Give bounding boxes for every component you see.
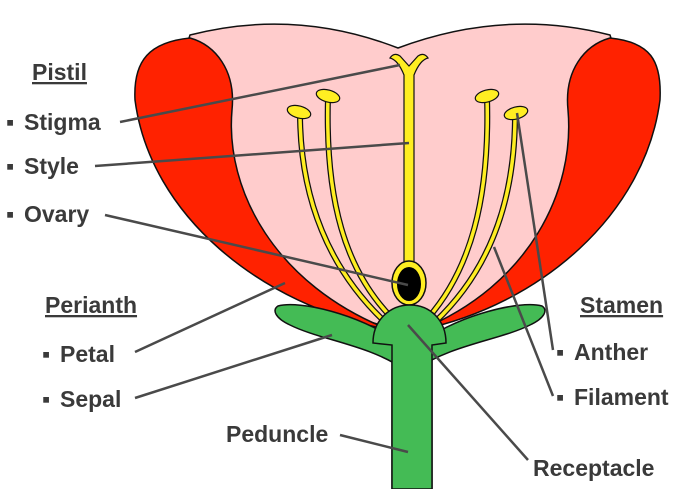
petals <box>134 23 661 331</box>
receptacle <box>372 304 447 489</box>
labels: Pistil ▪ Stigma ▪ Style ▪ Ovary Perianth… <box>6 59 669 481</box>
bullet: ▪ <box>42 386 50 412</box>
bullet: ▪ <box>556 339 564 365</box>
stamens <box>286 88 529 325</box>
label-style: Style <box>24 153 79 179</box>
anther <box>315 88 341 104</box>
label-petal: Petal <box>60 341 115 367</box>
anther <box>474 88 500 104</box>
sepal-right <box>413 303 546 372</box>
label-receptacle: Receptacle <box>533 455 654 481</box>
pistil-heading: Pistil <box>32 59 87 85</box>
perianth-heading: Perianth <box>45 292 137 318</box>
label-ovary: Ovary <box>24 201 89 227</box>
bullet: ▪ <box>42 341 50 367</box>
bullet: ▪ <box>6 201 14 227</box>
bullet: ▪ <box>6 109 14 135</box>
label-sepal: Sepal <box>60 386 121 412</box>
stamen-heading: Stamen <box>580 292 663 318</box>
label-filament: Filament <box>574 384 669 410</box>
leader-lines <box>94 63 555 461</box>
style <box>389 53 429 266</box>
pistil <box>389 53 429 306</box>
bullet: ▪ <box>6 153 14 179</box>
label-anther: Anther <box>574 339 648 365</box>
label-peduncle: Peduncle <box>226 421 328 447</box>
sepal-left <box>274 303 407 372</box>
bullet: ▪ <box>556 384 564 410</box>
label-stigma: Stigma <box>24 109 101 135</box>
ovary <box>397 267 421 301</box>
green-parts <box>274 303 546 489</box>
anther <box>286 104 312 120</box>
